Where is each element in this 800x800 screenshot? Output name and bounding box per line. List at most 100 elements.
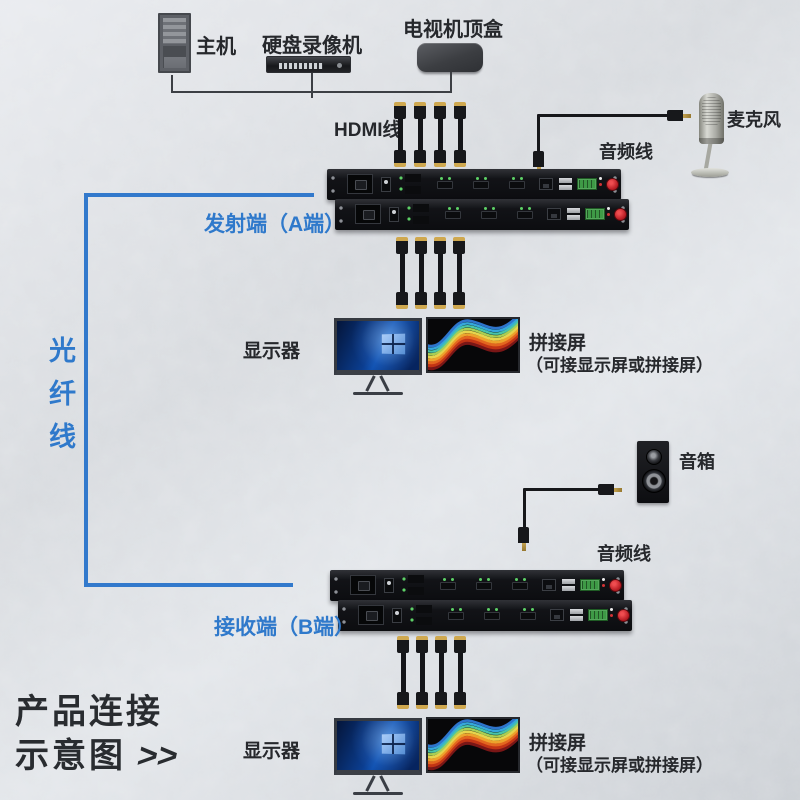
hdmi-cable-icon bbox=[416, 636, 428, 709]
stb-label: 电视机顶盒 bbox=[403, 19, 503, 41]
audio-cable-label-top: 音频线 bbox=[599, 142, 653, 162]
audio-plug-icon bbox=[667, 110, 691, 121]
rack-unit bbox=[335, 199, 629, 230]
ethernet-port-icon bbox=[539, 178, 553, 190]
hdmi-port-icon bbox=[512, 578, 528, 590]
hdmi-cable-icon bbox=[394, 102, 406, 167]
hdmi-port-pair-icon bbox=[407, 203, 431, 226]
title-line2: 示意图>> bbox=[15, 734, 182, 778]
fiber-port-icon bbox=[614, 208, 627, 221]
host-pc-icon bbox=[158, 13, 191, 73]
transmitter-device bbox=[327, 169, 629, 230]
receiver-device bbox=[330, 570, 632, 631]
windows-logo-icon bbox=[381, 333, 406, 355]
hdmi-cable-icon bbox=[454, 102, 466, 167]
fiber-char: 线 bbox=[49, 422, 76, 452]
hdmi-cable-icon bbox=[454, 636, 466, 709]
fiber-port-icon bbox=[617, 609, 630, 622]
hdmi-port-icon bbox=[440, 578, 456, 590]
hdmi-port-icon bbox=[520, 608, 536, 620]
power-switch-icon bbox=[392, 608, 402, 623]
receiver-label: 接收端（B端） bbox=[214, 616, 356, 639]
hdmi-cable-icon bbox=[453, 237, 465, 309]
source-wire bbox=[450, 72, 452, 93]
power-inlet-icon bbox=[358, 605, 384, 625]
monitor-stand bbox=[352, 775, 404, 800]
hdmi-port-icon bbox=[484, 608, 500, 620]
audio-cable bbox=[537, 114, 669, 117]
ethernet-port-icon bbox=[550, 609, 564, 621]
usb-port-icon bbox=[559, 178, 572, 190]
splice-label-a: 拼接屏 bbox=[529, 333, 587, 354]
terminal-block-icon bbox=[580, 579, 600, 591]
fiber-line-to-receiver bbox=[84, 583, 293, 587]
audio-cable bbox=[523, 488, 526, 530]
splice-note-b: （可接显示屏或拼接屏） bbox=[526, 756, 713, 775]
ethernet-port-icon bbox=[547, 208, 561, 220]
hdmi-port-icon bbox=[473, 177, 489, 189]
status-led-icon bbox=[599, 177, 602, 180]
title-arrows: >> bbox=[133, 737, 182, 775]
windows-logo-icon bbox=[381, 733, 406, 755]
audio-cable-label-bottom: 音频线 bbox=[597, 544, 651, 564]
hdmi-cable-icon bbox=[397, 636, 409, 709]
microphone-icon bbox=[699, 93, 724, 144]
title-line1: 产品连接 bbox=[15, 693, 163, 731]
hdmi-port-pair-icon bbox=[402, 574, 426, 597]
splice-note-a: （可接显示屏或拼接屏） bbox=[526, 356, 713, 375]
source-wire bbox=[311, 73, 313, 98]
audio-cable bbox=[537, 114, 540, 154]
rack-unit bbox=[338, 600, 632, 631]
splice-screen-icon bbox=[426, 717, 520, 773]
usb-port-icon bbox=[562, 579, 575, 591]
microphone-base bbox=[691, 168, 729, 177]
fiber-port-icon bbox=[609, 579, 622, 592]
hdmi-cable-label: HDMI线 bbox=[334, 120, 402, 141]
hdmi-port-icon bbox=[509, 177, 525, 189]
speaker-label: 音箱 bbox=[679, 452, 715, 472]
audio-plug-icon bbox=[598, 484, 622, 495]
fiber-line-to-transmitter bbox=[84, 193, 314, 197]
status-led-icon bbox=[607, 207, 610, 210]
source-bus-wire bbox=[171, 91, 452, 93]
fiber-port-icon bbox=[606, 178, 619, 191]
fiber-label: 光 纤 线 bbox=[49, 330, 76, 459]
hdmi-port-icon bbox=[481, 207, 497, 219]
audio-plug-icon bbox=[518, 527, 529, 551]
audio-plug-icon bbox=[533, 151, 544, 175]
status-led-icon bbox=[602, 578, 605, 581]
transmitter-label: 发射端（A端） bbox=[204, 213, 346, 236]
hdmi-port-icon bbox=[437, 177, 453, 189]
title-line2-text: 示意图 bbox=[15, 737, 126, 775]
power-switch-icon bbox=[389, 207, 399, 222]
splice-label-b: 拼接屏 bbox=[529, 733, 587, 754]
hdmi-cable-icon bbox=[414, 102, 426, 167]
fiber-char: 纤 bbox=[49, 379, 76, 409]
hdmi-cable-icon bbox=[396, 237, 408, 309]
hdmi-cable-icon bbox=[434, 102, 446, 167]
power-inlet-icon bbox=[350, 575, 376, 595]
terminal-block-icon bbox=[577, 178, 597, 190]
microphone-label: 麦克风 bbox=[727, 110, 781, 130]
source-wire bbox=[171, 75, 173, 93]
usb-port-icon bbox=[567, 208, 580, 220]
audio-cable bbox=[523, 488, 603, 491]
dvr-label: 硬盘录像机 bbox=[262, 35, 362, 57]
splice-screen-icon bbox=[426, 317, 520, 373]
page-title: 产品连接 示意图>> bbox=[15, 690, 182, 778]
monitor-label-a: 显示器 bbox=[243, 341, 301, 362]
terminal-block-icon bbox=[588, 609, 608, 621]
hdmi-cable-icon bbox=[434, 237, 446, 309]
power-inlet-icon bbox=[347, 174, 373, 194]
terminal-block-icon bbox=[585, 208, 605, 220]
ethernet-port-icon bbox=[542, 579, 556, 591]
host-label: 主机 bbox=[196, 36, 236, 58]
hdmi-port-icon bbox=[445, 207, 461, 219]
hdmi-port-icon bbox=[448, 608, 464, 620]
monitor-icon bbox=[334, 318, 422, 375]
set-top-box-icon bbox=[417, 43, 483, 72]
rack-unit bbox=[327, 169, 621, 200]
speaker-icon bbox=[637, 441, 669, 503]
fiber-char: 光 bbox=[49, 336, 76, 366]
